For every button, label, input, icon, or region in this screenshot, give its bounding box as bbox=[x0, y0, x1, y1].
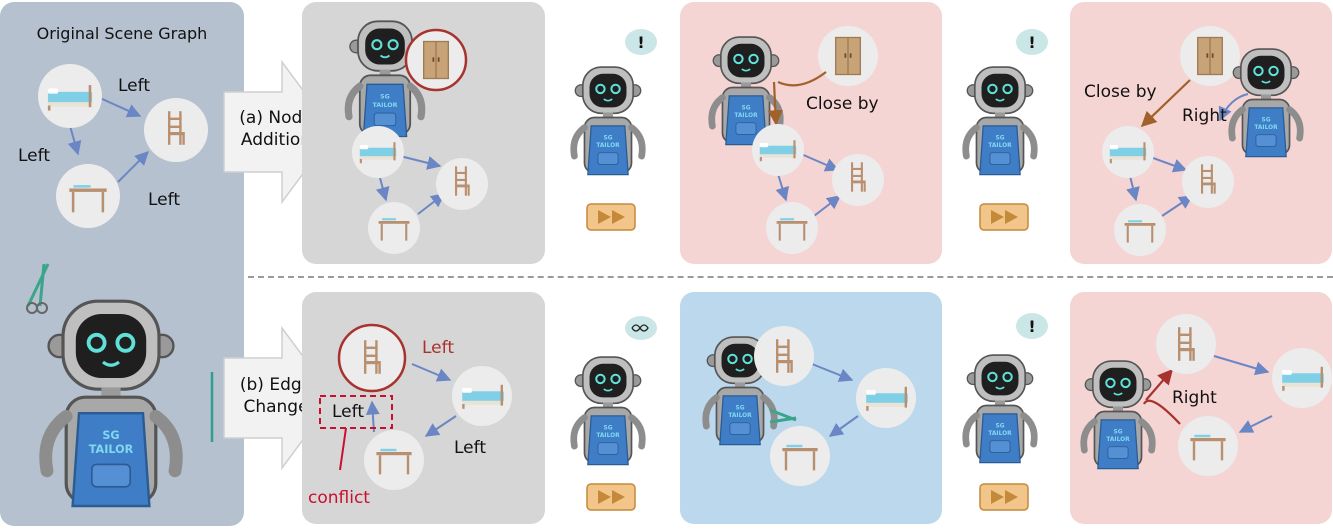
robot-icon bbox=[966, 67, 1035, 175]
fast-forward-button-2 bbox=[979, 203, 1029, 231]
svg-text:!: ! bbox=[1028, 33, 1035, 52]
wardrobe-icon bbox=[1197, 36, 1223, 76]
svg-text:!: ! bbox=[637, 33, 644, 52]
table-node bbox=[56, 164, 120, 228]
scissors-icon bbox=[26, 263, 50, 314]
original-edges bbox=[67, 97, 149, 183]
table-node bbox=[1178, 416, 1238, 476]
table-node bbox=[766, 202, 818, 254]
fast-forward-button-1 bbox=[586, 203, 636, 231]
robot-icon bbox=[1084, 361, 1153, 469]
fast-forward-button-4 bbox=[979, 483, 1029, 511]
robot-icon bbox=[574, 67, 643, 175]
confused-bubble bbox=[625, 316, 657, 340]
svg-text:!: ! bbox=[1028, 317, 1035, 336]
robot-icon bbox=[966, 355, 1035, 463]
table-node bbox=[770, 426, 830, 486]
close-by-panel: Close by bbox=[680, 2, 942, 264]
close-by-label: Close by bbox=[806, 94, 879, 114]
chair-node-highlight bbox=[337, 323, 407, 393]
node-addition-panel bbox=[302, 2, 545, 264]
edge-change-panel: Left Left Left conflict bbox=[302, 292, 545, 524]
robot-icon bbox=[574, 357, 643, 465]
edge-label-left-2: Left bbox=[18, 146, 50, 166]
close-by-label: Close by bbox=[1084, 82, 1157, 102]
edge-label-left-top: Left bbox=[422, 338, 454, 358]
speech-bubble-2: ! bbox=[1016, 29, 1048, 55]
edge-label-left-bottom: Left bbox=[454, 438, 486, 458]
chair-node bbox=[1182, 156, 1234, 208]
conflict-label: conflict bbox=[308, 488, 370, 508]
wardrobe-icon bbox=[835, 36, 861, 76]
conflict-pointer bbox=[339, 427, 347, 471]
original-scene-graph-panel: Original Scene Graph Left Left Left bbox=[0, 2, 244, 526]
right-panel: Close by Right bbox=[1070, 2, 1332, 264]
wardrobe-icon bbox=[423, 40, 449, 80]
robot-icon bbox=[1232, 49, 1301, 157]
fast-forward-button-3 bbox=[586, 483, 636, 511]
row-divider bbox=[248, 276, 1333, 278]
speech-bubble-3: ! bbox=[1016, 313, 1048, 339]
table-node bbox=[368, 202, 420, 254]
chair-node bbox=[832, 154, 884, 206]
original-title: Original Scene Graph bbox=[36, 24, 208, 43]
table-node bbox=[1114, 204, 1166, 256]
right-label: Right bbox=[1182, 106, 1227, 126]
speech-bubble-1: ! bbox=[625, 29, 657, 55]
edge-label-left-3: Left bbox=[148, 190, 180, 210]
robot-icon bbox=[348, 21, 421, 136]
chair-node bbox=[144, 98, 208, 162]
close-by-thread bbox=[777, 71, 827, 87]
scissors-icon bbox=[769, 408, 797, 424]
robot-large-icon bbox=[46, 301, 177, 506]
edge-removal-panel bbox=[680, 292, 942, 524]
chair-node bbox=[436, 158, 488, 210]
edge-right-panel: Right bbox=[1070, 292, 1332, 524]
table-node bbox=[364, 430, 424, 490]
original-graph bbox=[26, 64, 214, 526]
conflict-box bbox=[319, 395, 393, 429]
right-label: Right bbox=[1172, 388, 1217, 408]
edge-label-left-1: Left bbox=[118, 76, 150, 96]
edge-label-left-boxed: Left bbox=[332, 402, 364, 422]
